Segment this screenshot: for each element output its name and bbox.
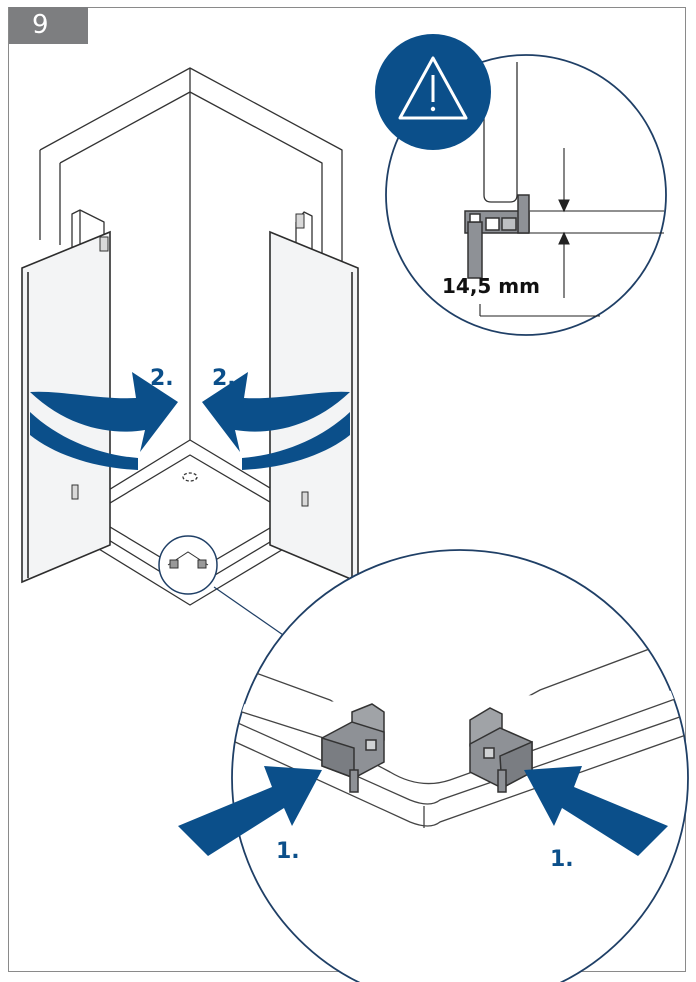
warning-detail: 14,5 mm — [375, 34, 667, 336]
dimension-lines — [479, 148, 664, 317]
push-left-label: 1. — [276, 839, 300, 864]
step-number-badge: 9 — [9, 7, 88, 44]
large-detail: 1. 1. — [178, 549, 689, 982]
hinge-profile — [464, 194, 530, 279]
rotate-right-label: 2. — [212, 366, 236, 391]
warning-triangle-icon — [398, 56, 468, 120]
push-arrow-right — [524, 766, 668, 856]
clip-part-left — [321, 703, 385, 793]
rotate-left-label: 2. — [150, 366, 174, 391]
push-right-label: 1. — [550, 847, 574, 872]
detail-circle-small — [158, 535, 287, 638]
rotate-arrow-left — [30, 372, 178, 470]
rotate-arrow-right — [202, 372, 350, 470]
measurement-label: 14,5 mm — [442, 274, 540, 298]
push-arrow-left — [178, 766, 322, 856]
clip-part-right — [469, 707, 533, 793]
